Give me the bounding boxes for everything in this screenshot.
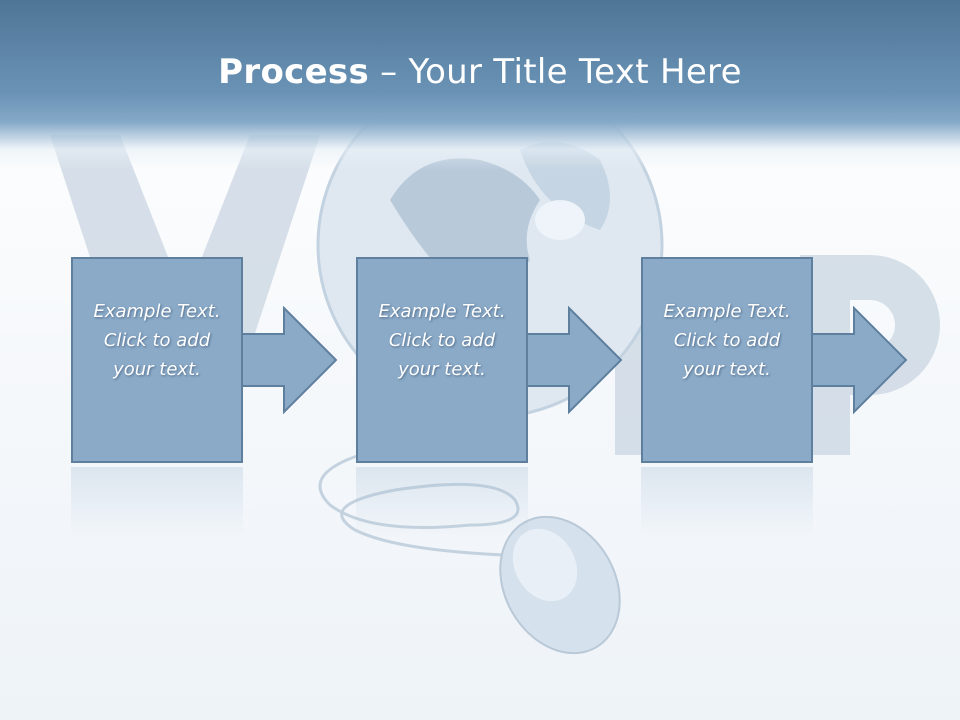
step-2-reflection [356,467,528,537]
title-rest-text: – Your Title Text Here [369,52,742,92]
title-bold-text: Process [218,52,370,92]
process-step-1[interactable]: Example Text. Click to add your text. [71,257,243,463]
arrow-right-icon [515,306,623,415]
step-1-text[interactable]: Example Text. Click to add your text. [93,300,221,380]
arrow-right-icon [230,306,338,415]
step-3-reflection [641,467,813,537]
computer-mouse-illustration [318,453,621,655]
process-step-2[interactable]: Example Text. Click to add your text. [356,257,528,463]
step-3-text[interactable]: Example Text. Click to add your text. [663,300,791,380]
process-step-3[interactable]: Example Text. Click to add your text. [641,257,813,463]
arrow-right-icon [800,306,908,415]
step-1-reflection [71,467,243,537]
step-2-text[interactable]: Example Text. Click to add your text. [378,300,506,380]
slide-title[interactable]: Process – Your Title Text Here [0,52,960,92]
title-bar: Process – Your Title Text Here [0,0,960,170]
